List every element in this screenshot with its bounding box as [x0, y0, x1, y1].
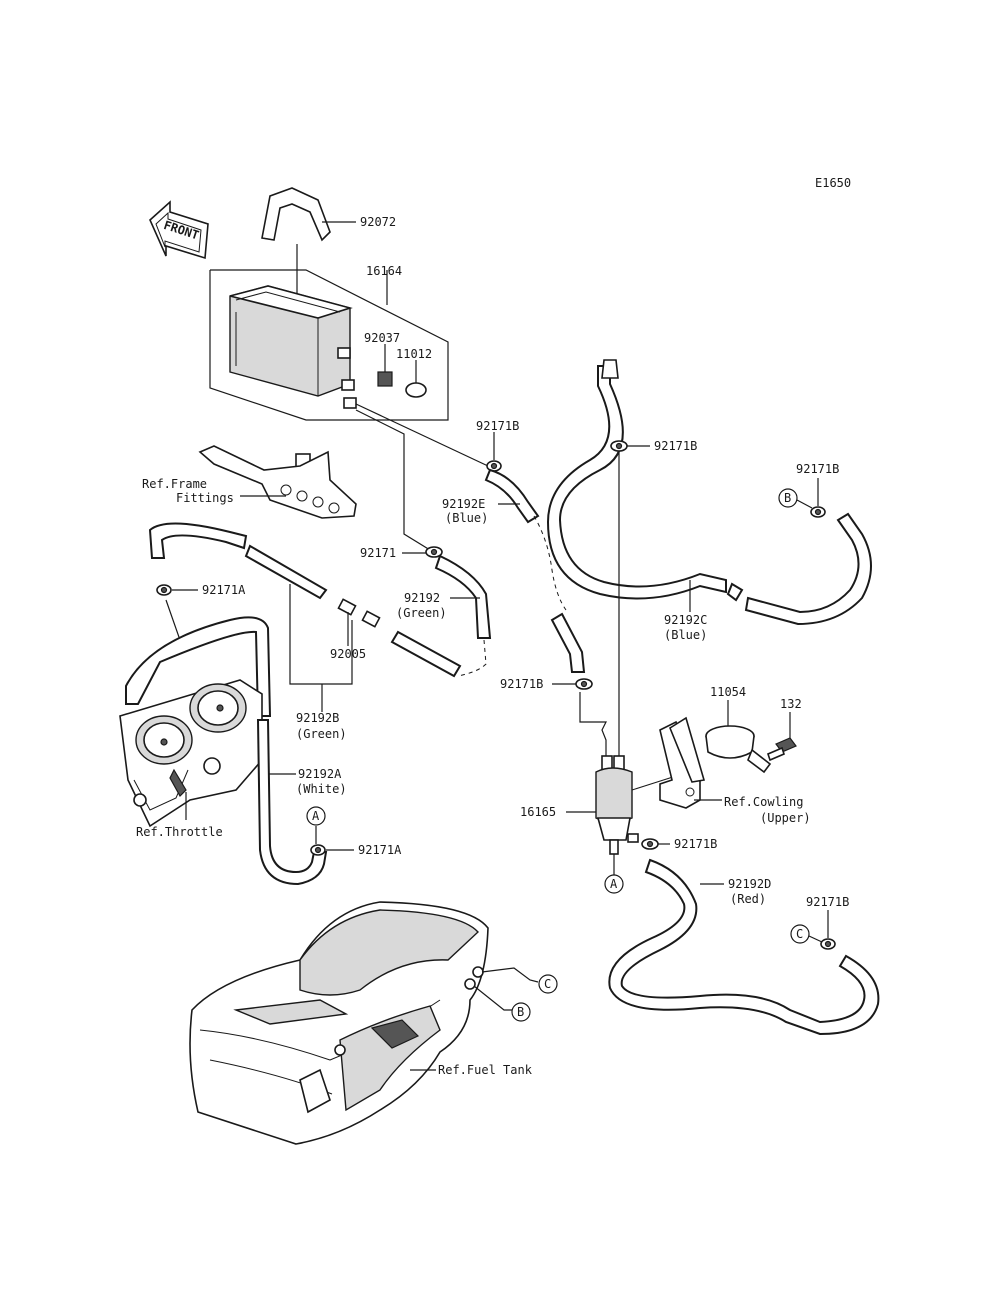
- callout-C-tank: C: [538, 974, 558, 994]
- label-92192A: 92192A: [298, 767, 342, 781]
- label-92192C-color: (Blue): [664, 628, 707, 642]
- diagram-code: E1650: [815, 176, 851, 190]
- label-92171B-2: 92171B: [654, 439, 697, 453]
- label-92192B: 92192B: [296, 711, 339, 725]
- hose-92192B-right: [390, 630, 462, 678]
- clamp-92171B-2: [610, 440, 628, 452]
- label-92192A-color: (White): [296, 782, 347, 796]
- clamp-92171A-1: [156, 584, 172, 596]
- frame-fittings-bracket: [198, 445, 357, 519]
- hose-92192D: [608, 858, 880, 1036]
- label-92192: 92192: [404, 591, 440, 605]
- svg-text:C: C: [544, 977, 551, 991]
- callout-A-filter: A: [604, 874, 624, 894]
- label-92171B-6: 92171B: [806, 895, 849, 909]
- fuel-tank: [189, 901, 489, 1145]
- ref-cowling-1: Ref.Cowling: [724, 795, 803, 809]
- clamp-92171B-3: [810, 506, 826, 518]
- ref-frame-fittings-1: Ref.Frame: [142, 477, 207, 491]
- label-92005: 92005: [330, 647, 366, 661]
- joint-92005: [361, 610, 381, 628]
- callout-B-right: B: [778, 488, 798, 508]
- ref-throttle: Ref.Throttle: [136, 825, 223, 839]
- ref-cowling-2: (Upper): [760, 811, 811, 825]
- label-92171B-1: 92171B: [476, 419, 519, 433]
- ref-frame-fittings-2: Fittings: [176, 491, 234, 505]
- callout-C-right: C: [790, 924, 810, 944]
- label-132: 132: [780, 697, 802, 711]
- svg-text:A: A: [610, 877, 618, 891]
- bolt-132: [767, 737, 797, 762]
- charcoal-canister: [229, 285, 357, 469]
- label-11054: 11054: [710, 685, 746, 699]
- clamp-92171: [425, 546, 443, 558]
- hose-92192A: [256, 719, 328, 886]
- svg-text:C: C: [796, 927, 803, 941]
- mounting-bracket: [659, 716, 706, 809]
- hose-92192B-left: [148, 522, 248, 559]
- label-92171: 92171: [360, 546, 396, 560]
- band-11054: [705, 725, 772, 774]
- label-92192-color: (Green): [396, 606, 447, 620]
- label-92037: 92037: [364, 331, 400, 345]
- label-92192E: 92192E: [442, 497, 485, 511]
- clamp-92171B-4: [575, 678, 593, 690]
- label-92192D: 92192D: [728, 877, 771, 891]
- hose-92192: [434, 554, 492, 639]
- clamp-92171B-5: [641, 838, 659, 850]
- label-16165: 16165: [520, 805, 556, 819]
- hose-short-middle: [550, 612, 586, 673]
- clip-92037: [377, 371, 393, 387]
- label-92072: 92072: [360, 215, 396, 229]
- label-92192D-color: (Red): [730, 892, 766, 906]
- hose-92192C: [546, 365, 727, 600]
- label-92171A-2: 92171A: [358, 843, 402, 857]
- hose-92192C-right: [744, 512, 872, 626]
- svg-text:A: A: [312, 809, 320, 823]
- front-arrow-icon: FRONT: [149, 200, 209, 260]
- svg-text:B: B: [517, 1005, 524, 1019]
- label-92192C: 92192C: [664, 613, 707, 627]
- label-92192E-color: (Blue): [445, 511, 488, 525]
- label-92171A-1: 92171A: [202, 583, 246, 597]
- clamp-92171A-2: [310, 844, 326, 856]
- callout-B-tank: B: [511, 1002, 531, 1022]
- label-11012: 11012: [396, 347, 432, 361]
- clamp-92171B-1: [486, 460, 502, 472]
- clamp-92171B-6: [820, 938, 836, 950]
- hose-92192E: [484, 468, 540, 524]
- label-92171B-5: 92171B: [674, 837, 717, 851]
- label-92171B-4: 92171B: [500, 677, 543, 691]
- canister-strap: [261, 187, 331, 242]
- label-92171B-3: 92171B: [796, 462, 839, 476]
- ref-fuel-tank: Ref.Fuel Tank: [438, 1063, 533, 1077]
- hose-92192B-mid: [244, 544, 328, 600]
- label-92192B-color: (Green): [296, 727, 347, 741]
- throttle-body: [119, 616, 272, 828]
- svg-text:B: B: [784, 491, 791, 505]
- label-16164: 16164: [366, 264, 402, 278]
- valve-16165: [595, 755, 639, 855]
- cap-11012: [405, 382, 427, 398]
- callout-A-left: A: [306, 806, 326, 826]
